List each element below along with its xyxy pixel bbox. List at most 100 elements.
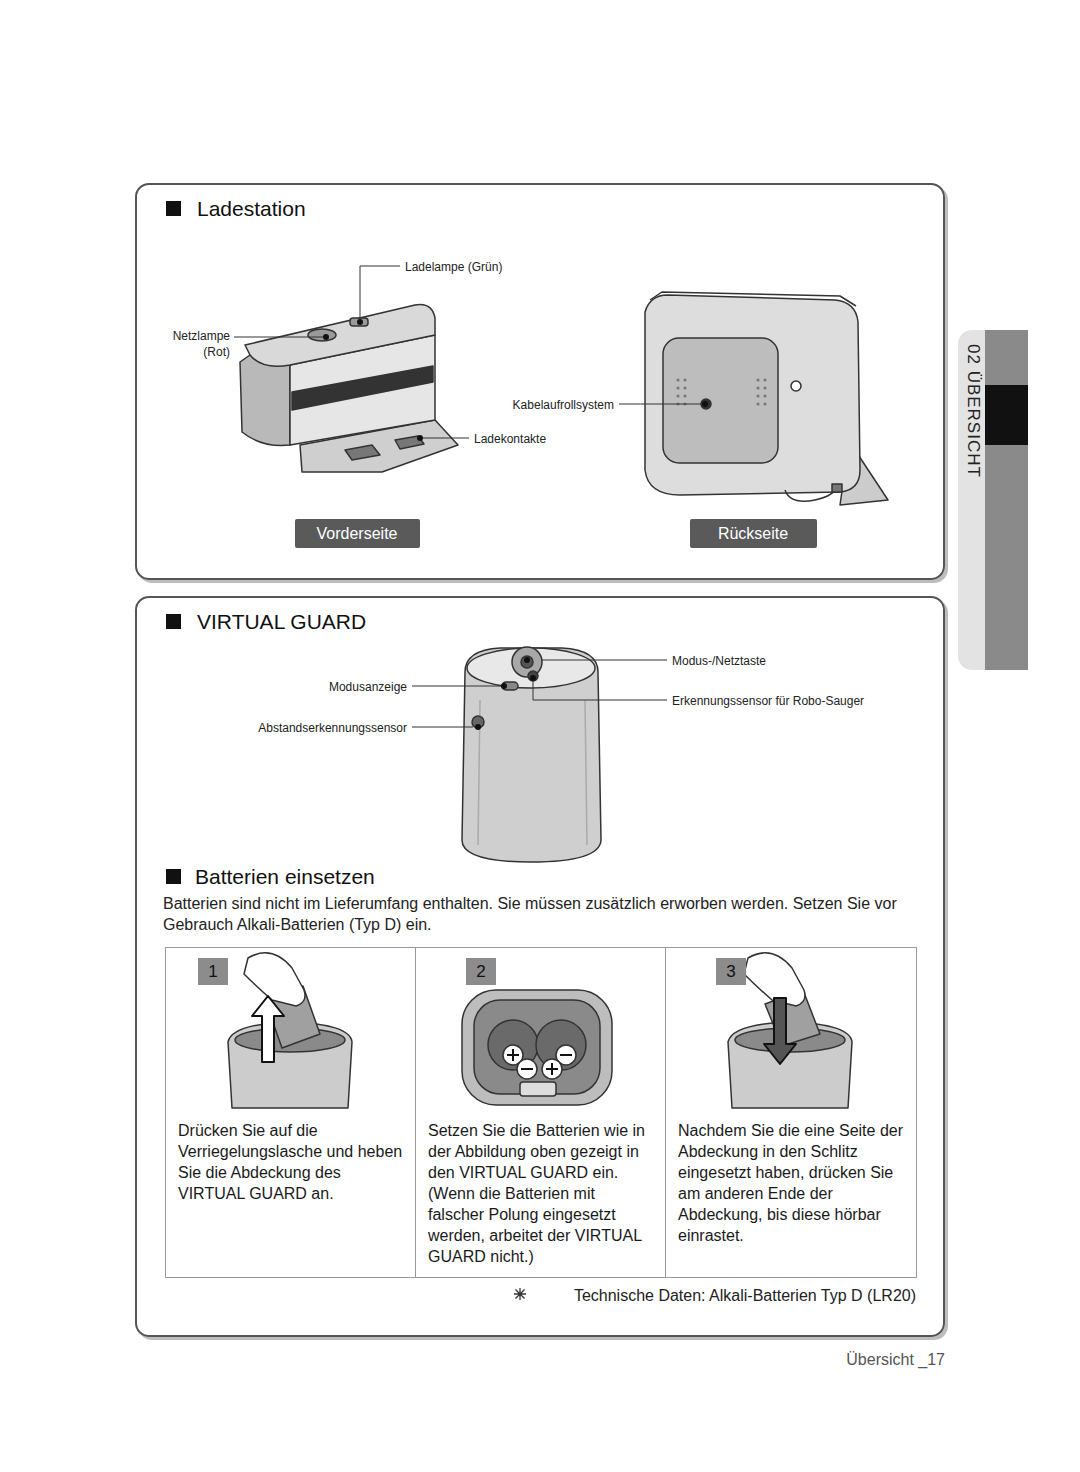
charging-station-front xyxy=(292,366,433,410)
virtual-guard xyxy=(502,682,518,690)
note-symbol xyxy=(514,1288,526,1300)
part-label: Abstandserkennungssensor xyxy=(258,720,407,736)
side-tab-shape xyxy=(985,385,1028,445)
part-label: Modusanzeige xyxy=(329,679,407,695)
step-number-text: 2 xyxy=(476,962,485,982)
leader-line xyxy=(542,660,667,661)
charging-station-front xyxy=(245,305,435,367)
section-title: Ladestation xyxy=(197,197,306,221)
leader-dot xyxy=(357,319,363,325)
step-cell: 1Drücken Sie auf die Verriegelungslasche… xyxy=(165,947,416,1278)
section-panel: Vorderseite Rückseite Ladestation xyxy=(135,183,945,580)
charging-station-front xyxy=(240,355,290,445)
charging-station-back xyxy=(791,381,801,391)
view-label: Vorderseite xyxy=(295,519,420,548)
side-tab-shape xyxy=(985,330,1028,670)
leader-dot xyxy=(323,334,329,340)
charging-station-front xyxy=(350,318,368,326)
charging-station-back xyxy=(701,399,711,409)
part-label: Erkennungssensor für Robo-Sauger xyxy=(672,693,864,709)
step-number: 1 xyxy=(198,958,228,985)
leader-dot xyxy=(530,675,536,681)
virtual-guard xyxy=(462,647,601,862)
virtual-guard xyxy=(521,656,533,668)
part-label: Ladelampe (Grün) xyxy=(405,259,502,275)
leader-line xyxy=(234,337,326,338)
charging-station-back xyxy=(785,490,835,501)
leader-line xyxy=(533,681,667,700)
speaker-grille xyxy=(763,394,766,397)
polarity-symbol xyxy=(521,1068,533,1070)
leader-line xyxy=(360,266,400,322)
leader-line xyxy=(412,727,473,728)
speaker-grille xyxy=(756,386,759,389)
virtual-guard xyxy=(478,700,587,845)
leader-line xyxy=(619,404,705,405)
side-tab-shape xyxy=(958,330,1028,670)
speaker-grille xyxy=(763,386,766,389)
heading-bullet xyxy=(166,869,181,884)
view-label: Rückseite xyxy=(690,519,817,548)
chapter-tab-text: 02 ÜBERSICHT xyxy=(963,344,983,478)
speaker-grille xyxy=(683,378,686,381)
speaker-grille xyxy=(756,394,759,397)
leader-dot xyxy=(501,683,507,689)
heading-bullet xyxy=(166,201,181,216)
step-number-text: 1 xyxy=(208,962,217,982)
charging-station-front xyxy=(395,436,424,449)
battery-compartment xyxy=(542,1059,562,1079)
speaker-grille xyxy=(676,378,679,381)
step-number: 3 xyxy=(716,958,746,985)
view-label-text: Rückseite xyxy=(718,525,788,543)
part-label: Kabelaufrollsystem xyxy=(513,397,614,413)
charging-station-back xyxy=(663,338,778,463)
speaker-grille xyxy=(676,386,679,389)
battery-compartment xyxy=(474,1000,600,1094)
battery-compartment xyxy=(462,990,612,1105)
leader-line xyxy=(234,266,705,727)
speaker-grille xyxy=(683,386,686,389)
step-instruction: Nachdem Sie die eine Seite der Abdeckung… xyxy=(678,1120,904,1246)
leader-dot xyxy=(524,657,530,663)
section-heading: Batterien einsetzen xyxy=(195,863,375,890)
step-illustration xyxy=(252,996,284,1062)
speaker-grille xyxy=(763,378,766,381)
speaker-grille xyxy=(676,394,679,397)
virtual-guard xyxy=(467,648,595,688)
page-footer: Übersicht _17 xyxy=(846,1349,945,1370)
section-title: VIRTUAL GUARD xyxy=(197,610,366,634)
speaker-grille xyxy=(683,394,686,397)
step-number: 2 xyxy=(466,958,496,985)
step-illustration xyxy=(764,998,796,1064)
heading-bullet xyxy=(166,201,181,884)
leader-line xyxy=(412,686,502,687)
virtual-guard xyxy=(462,648,601,862)
step-illustration xyxy=(244,953,305,1006)
leader-dot xyxy=(475,724,481,730)
step-cell: 2Setzen Sie die Batterien wie in der Abb… xyxy=(415,947,666,1278)
speaker-grille xyxy=(756,378,759,381)
part-label: Modus-/Netztaste xyxy=(672,653,766,669)
polarity-symbol xyxy=(546,1063,558,1075)
step-number-text: 3 xyxy=(726,962,735,982)
speaker-grille xyxy=(763,402,766,405)
body-text: Batterien sind nicht im Lieferumfang ent… xyxy=(163,893,915,935)
step-instruction: Drücken Sie auf die Verriegelungslasche … xyxy=(178,1120,404,1204)
battery-compartment xyxy=(517,1059,537,1079)
charging-station-front xyxy=(345,445,380,460)
charging-station-front xyxy=(308,329,336,341)
view-label-text: Vorderseite xyxy=(317,525,398,543)
heading-bullet xyxy=(166,614,181,629)
part-label: Netzlampe (Rot) xyxy=(150,328,230,360)
step-illustration xyxy=(728,953,852,1108)
side-tab-shape xyxy=(958,330,1028,670)
polarity-symbol xyxy=(507,1049,519,1061)
charging-station-back xyxy=(832,484,842,492)
leader-dot xyxy=(417,435,423,441)
battery-compartment xyxy=(462,990,612,1105)
note-symbol xyxy=(514,1288,526,1300)
battery-compartment xyxy=(520,1082,556,1096)
part-label: Ladekontakte xyxy=(474,431,546,447)
